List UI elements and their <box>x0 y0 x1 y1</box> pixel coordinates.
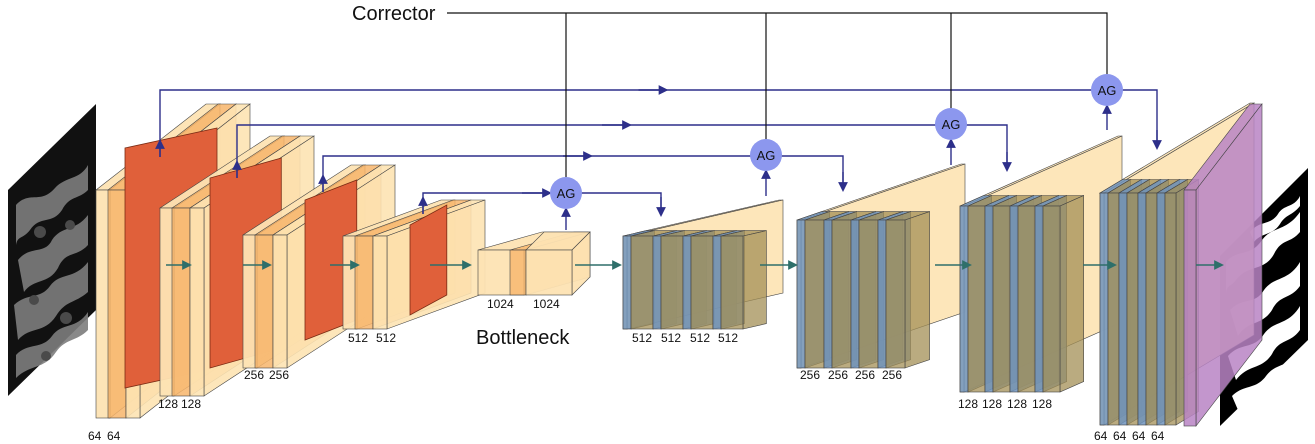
encoder-stage-1-labels: 64 64 <box>88 429 121 443</box>
svg-text:64: 64 <box>1113 429 1127 443</box>
svg-text:256: 256 <box>244 368 264 382</box>
network-blocks <box>95 102 1263 427</box>
svg-text:AG: AG <box>557 186 576 201</box>
skip-connection-1 <box>155 85 1162 157</box>
encoder-stage-2-labels: 128 128 <box>158 397 201 411</box>
svg-text:64: 64 <box>1132 429 1146 443</box>
svg-text:256: 256 <box>882 368 902 382</box>
bottleneck-slab-c <box>525 231 591 296</box>
svg-text:AG: AG <box>1098 83 1117 98</box>
svg-text:64: 64 <box>88 429 102 443</box>
decoder-stage-2-olive-slab-4 <box>885 211 930 369</box>
svg-text:512: 512 <box>348 331 368 345</box>
connection-lines <box>155 12 1224 270</box>
corrector-label: Corrector <box>352 3 436 25</box>
decoder-stage-3-olive-slab-4 <box>1042 195 1084 393</box>
svg-text:128: 128 <box>181 397 201 411</box>
svg-text:AG: AG <box>757 148 776 163</box>
input-image <box>8 104 96 396</box>
svg-text:128: 128 <box>1032 397 1052 411</box>
decoder-stage-2-labels: 256 256 256 256 <box>800 368 902 382</box>
svg-text:512: 512 <box>718 331 738 345</box>
output-conv-layer <box>1183 103 1263 427</box>
svg-text:1024: 1024 <box>487 297 514 311</box>
bottleneck-label: Bottleneck <box>476 327 570 349</box>
svg-text:128: 128 <box>958 397 978 411</box>
svg-text:128: 128 <box>982 397 1002 411</box>
svg-text:64: 64 <box>1151 429 1165 443</box>
corrector-connections <box>447 12 1108 177</box>
attention-gate-3: AG <box>935 108 967 140</box>
skip-connection-3 <box>318 151 848 192</box>
svg-text:AG: AG <box>942 117 961 132</box>
attention-gate-1: AG <box>550 177 582 209</box>
svg-text:512: 512 <box>690 331 710 345</box>
svg-text:128: 128 <box>1007 397 1027 411</box>
attention-gate-4: AG <box>1091 74 1123 106</box>
decoder-stage-3-labels: 128 128 128 128 <box>958 397 1052 411</box>
skip-connection-4 <box>418 188 666 217</box>
svg-text:64: 64 <box>107 429 121 443</box>
svg-text:512: 512 <box>661 331 681 345</box>
svg-text:256: 256 <box>800 368 820 382</box>
skip-connection-2 <box>232 120 1012 178</box>
svg-text:256: 256 <box>855 368 875 382</box>
encoder-stage-4-feature-map <box>409 204 448 316</box>
svg-text:256: 256 <box>269 368 289 382</box>
encoder-stage-4-labels: 512 512 <box>348 331 396 345</box>
svg-text:512: 512 <box>376 331 396 345</box>
svg-text:512: 512 <box>632 331 652 345</box>
attention-gate-2: AG <box>750 139 782 171</box>
encoder-stage-3-labels: 256 256 <box>244 368 289 382</box>
decoder-stage-1-olive-slab-4 <box>720 230 767 330</box>
bottleneck-channel-labels: 1024 1024 <box>487 297 560 311</box>
svg-text:128: 128 <box>158 397 178 411</box>
decoder-stage-4-labels: 64 64 64 64 <box>1094 429 1165 443</box>
svg-text:64: 64 <box>1094 429 1108 443</box>
svg-text:1024: 1024 <box>533 297 560 311</box>
decoder-stage-1-labels: 512 512 512 512 <box>632 331 738 345</box>
svg-text:256: 256 <box>828 368 848 382</box>
